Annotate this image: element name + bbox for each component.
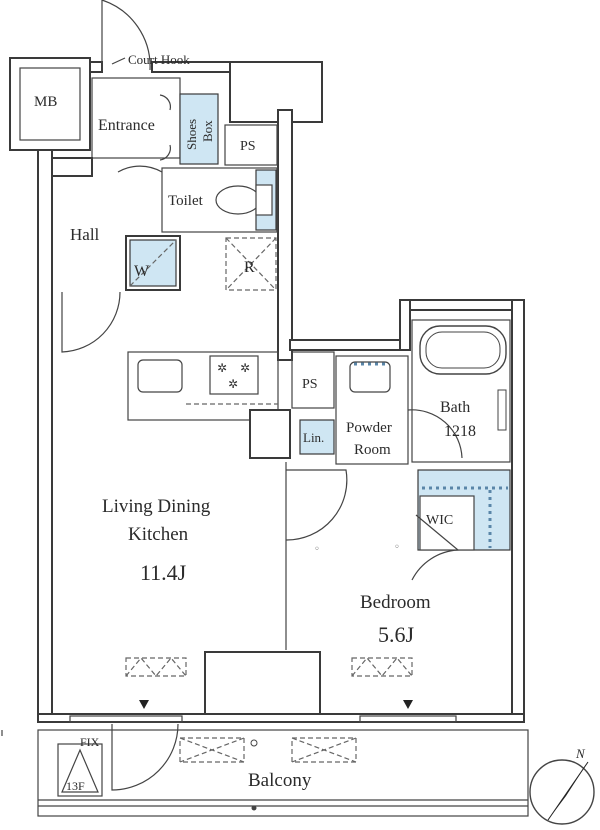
north-compass-icon bbox=[529, 759, 595, 825]
light-point: ◦ bbox=[394, 542, 400, 553]
hall-label: Hall bbox=[70, 225, 100, 244]
court-hook-label: Court Hook bbox=[128, 52, 190, 67]
shoes-box bbox=[179, 93, 219, 165]
ldk-size-label: 11.4J bbox=[140, 560, 187, 585]
shoes-box-label-1: Shoes bbox=[184, 119, 199, 150]
mb-box bbox=[9, 57, 91, 151]
powder-room bbox=[335, 355, 463, 465]
hall-wall bbox=[51, 157, 93, 177]
toilet-label: Toilet bbox=[168, 193, 204, 209]
toilet-room bbox=[117, 165, 278, 233]
ps-mid-label: PS bbox=[302, 377, 318, 392]
ldk-door[interactable] bbox=[61, 291, 121, 353]
bath-size-label: 1218 bbox=[444, 423, 476, 440]
wash-basin bbox=[349, 361, 391, 393]
exterior-walls bbox=[37, 61, 525, 723]
powder-label-1: Powder bbox=[346, 420, 392, 436]
linen-cupboard bbox=[299, 419, 335, 455]
powder-label-2: Room bbox=[354, 442, 391, 458]
toilet-fixture bbox=[215, 185, 261, 215]
ac-unit-ldk bbox=[125, 657, 187, 677]
balcony-label: Balcony bbox=[248, 770, 312, 791]
balcony bbox=[37, 723, 529, 817]
bath-label: Bath bbox=[440, 399, 470, 416]
refrigerator-label: R bbox=[244, 259, 255, 276]
floor-label: 13F bbox=[66, 779, 85, 793]
burner-icon: ✲ bbox=[228, 377, 238, 391]
bath-room bbox=[411, 319, 511, 463]
ac-unit-bedroom bbox=[351, 657, 413, 677]
pillar bbox=[249, 409, 291, 459]
bedroom-door[interactable] bbox=[285, 462, 348, 650]
shoes-box-label-2: Box bbox=[200, 120, 215, 142]
north-label: N bbox=[575, 746, 586, 761]
light-point: ◦ bbox=[314, 544, 320, 555]
ps-top-box bbox=[224, 124, 278, 166]
bedroom-sash-window[interactable] bbox=[359, 715, 457, 723]
evacuation-hatch bbox=[57, 743, 103, 797]
walk-in-closet bbox=[411, 469, 511, 581]
linen-label: Lin. bbox=[303, 430, 324, 445]
bedroom-size-label: 5.6J bbox=[378, 622, 415, 647]
ldk-sash-window[interactable] bbox=[69, 715, 183, 723]
court-hook-leader bbox=[111, 57, 126, 65]
refrigerator-space bbox=[225, 237, 277, 291]
ldk-label-1: Living Dining bbox=[102, 496, 211, 517]
kitchen-sink bbox=[137, 359, 183, 393]
bedroom-label: Bedroom bbox=[360, 592, 431, 613]
ldk-label-2: Kitchen bbox=[128, 524, 189, 545]
washer-space bbox=[125, 235, 181, 291]
entry-arrow-icon bbox=[139, 700, 149, 709]
washer-label: W bbox=[134, 263, 150, 280]
fix-label: FIX bbox=[80, 735, 100, 749]
burner-icon: ✲ bbox=[240, 361, 250, 375]
ps-top-label: PS bbox=[240, 139, 256, 154]
ps-mid-box bbox=[291, 351, 335, 409]
kitchen-counter: ✲ ✲ ✲ bbox=[127, 351, 279, 421]
bathtub bbox=[419, 325, 507, 375]
mb-label: MB bbox=[34, 94, 57, 110]
burner-icon: ✲ bbox=[217, 361, 227, 375]
wic-label: WIC bbox=[426, 513, 453, 528]
entrance-door[interactable] bbox=[101, 0, 151, 71]
entrance-label: Entrance bbox=[98, 117, 155, 134]
entry-arrow-icon bbox=[403, 700, 413, 709]
cooktop bbox=[209, 355, 259, 395]
